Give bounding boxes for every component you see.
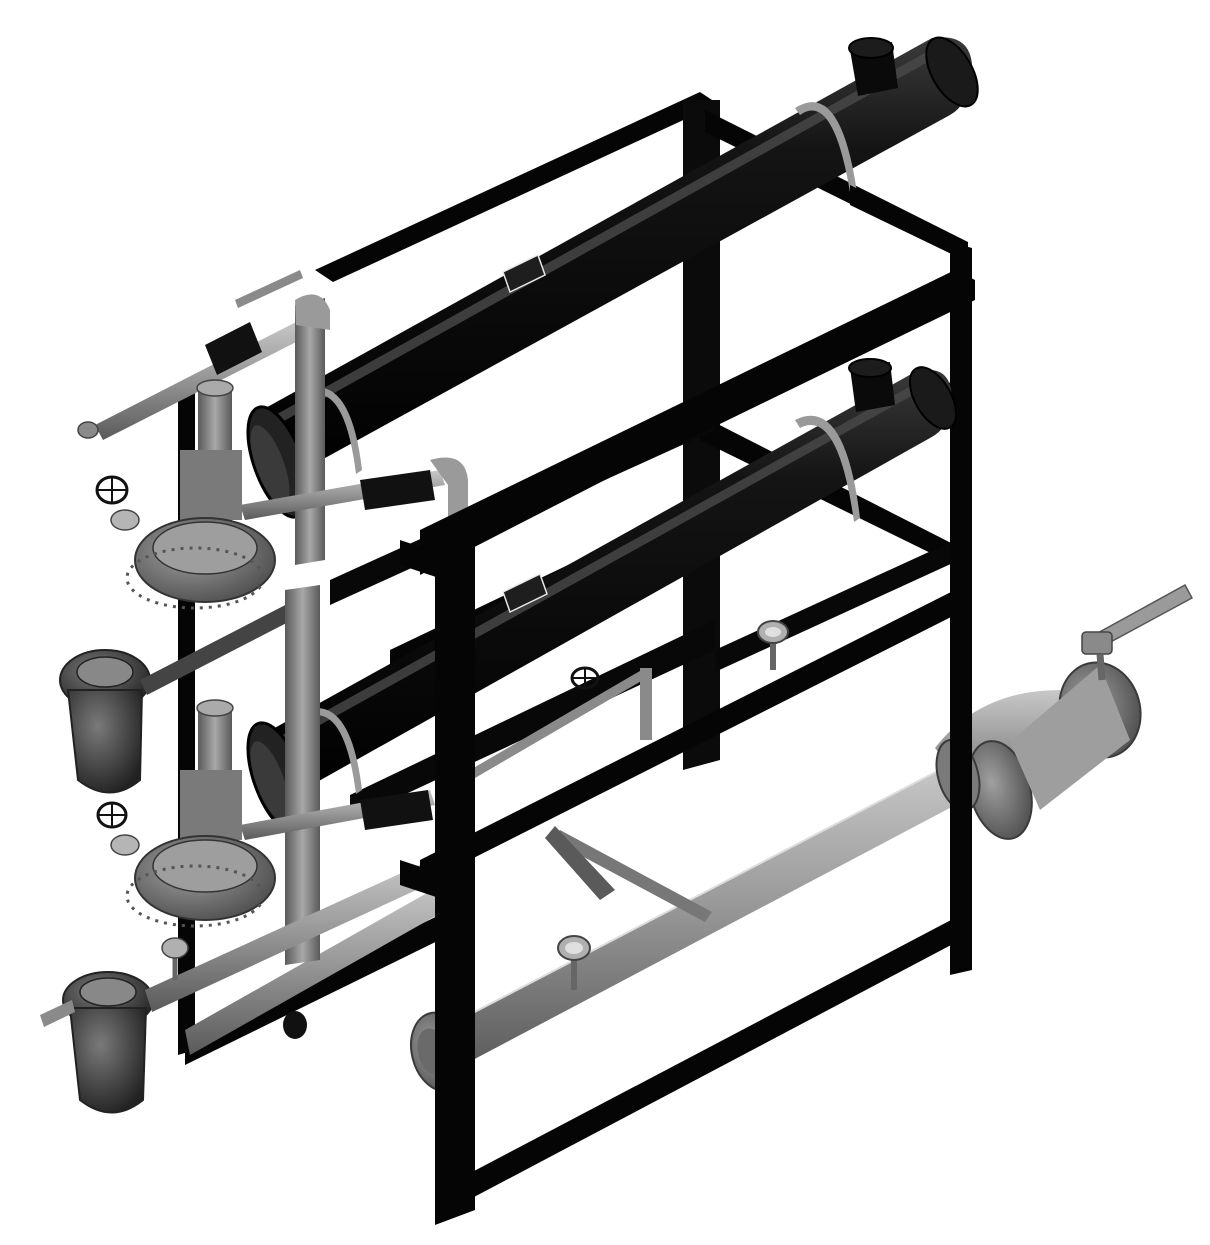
strainer-icon (62, 971, 154, 1114)
lower-heat-exchanger (246, 358, 958, 835)
upper-exchanger-shell (249, 37, 973, 482)
pressure-gauge-icon (557, 935, 591, 990)
upper-top-nozzle-opening (848, 37, 894, 59)
bypass-branch-valve (545, 826, 615, 900)
lower-exchanger-shell (249, 369, 952, 802)
pressure-gauge-icon (161, 937, 189, 980)
upper-prv-cap (196, 379, 234, 397)
lower-exchanger-endcap (908, 366, 958, 430)
valve-body (1010, 665, 1130, 810)
upper-ball-valve-lever (235, 270, 303, 308)
front-frame-mid-rail (420, 590, 955, 885)
lower-prv-cap (196, 699, 234, 717)
strainer-icon (59, 649, 151, 794)
upper-riser-pipe (295, 298, 325, 565)
front-frame (400, 270, 975, 1225)
upper-outlet-valve (360, 470, 435, 510)
lower-exchanger-flange-face (250, 741, 290, 821)
upper-prv-bonnet (180, 450, 242, 520)
lower-outlet-valve (360, 790, 433, 830)
nameplate-upper-exchanger (502, 253, 546, 294)
upper-exchanger-flange-face (250, 425, 290, 505)
front-frame-bottom-rail (438, 910, 970, 1215)
upper-saddle-strap-left (300, 387, 362, 474)
upper-tee-to-exchanger (295, 294, 330, 330)
upper-inlet-stub (77, 421, 99, 439)
mid-riser-pipe (285, 585, 320, 965)
bottom-header-pipe (145, 860, 438, 1012)
handwheel-icon (95, 475, 129, 505)
upper-small-gauge (110, 509, 140, 531)
front-frame-brace-lower (400, 860, 445, 900)
left-valve-train (40, 270, 468, 1114)
bypass-branch-pipe (552, 830, 712, 922)
bottom-inlet-stub (40, 1000, 75, 1027)
pressure-gauge-upper (757, 620, 789, 670)
front-frame-top-rail (420, 270, 975, 560)
main-header-pipe-edge (439, 761, 956, 1031)
upper-prv-diaphragm-top (152, 521, 258, 575)
flange-icon (283, 1011, 307, 1039)
handwheel-icon (96, 801, 128, 829)
upper-frame-left-rail (850, 185, 968, 262)
instrument-tube (470, 668, 650, 778)
lower-return-pipe (185, 880, 455, 1055)
lower-prv-diaphragm-ring (125, 864, 265, 928)
upper-prv-diaphragm-ring (125, 546, 265, 610)
lower-prv-bonnet (180, 770, 242, 840)
front-frame-left-post (435, 540, 475, 1225)
front-frame-right-post (950, 552, 972, 935)
lower-top-nozzle-opening (848, 358, 892, 378)
strainer-outlet-pipe (140, 600, 302, 695)
instrument-riser (640, 668, 652, 740)
rear-top-rail (185, 900, 470, 1065)
mid-instrument-line (470, 666, 652, 778)
front-frame-brace (400, 540, 445, 580)
back-rail-top (315, 92, 718, 282)
nameplate-lower-exchanger (502, 572, 548, 614)
upper-exchanger-endcap (925, 36, 979, 108)
lower-saddle-strap-right (795, 415, 860, 522)
upper-ball-valve (205, 322, 262, 375)
lower-prv-diaphragm-top (152, 839, 258, 893)
upper-exchanger-highlight (270, 50, 935, 426)
handwheel-icon (570, 666, 600, 690)
lower-small-gauge (110, 834, 140, 856)
lower-exchanger-highlight (270, 382, 922, 750)
lever-valve-icon (1081, 583, 1194, 681)
